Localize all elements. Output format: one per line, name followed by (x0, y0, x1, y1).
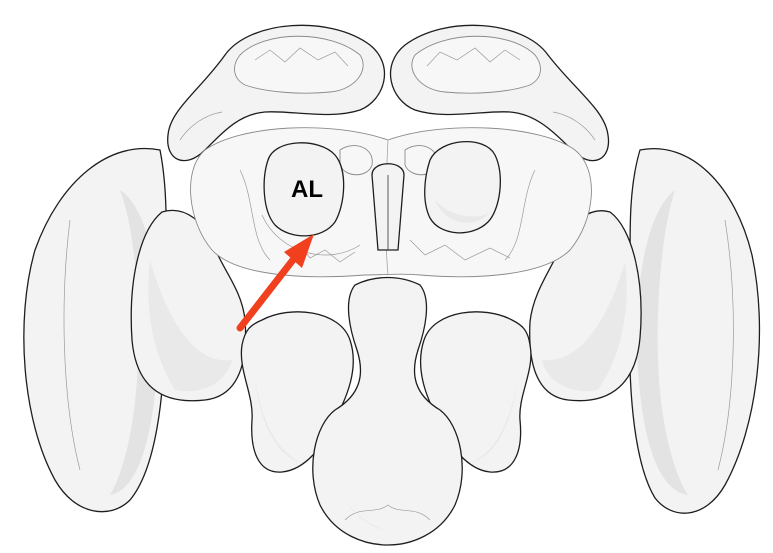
right-optic-lobe (630, 149, 760, 514)
subesophageal-region (313, 278, 462, 546)
al-label: AL (291, 176, 323, 203)
